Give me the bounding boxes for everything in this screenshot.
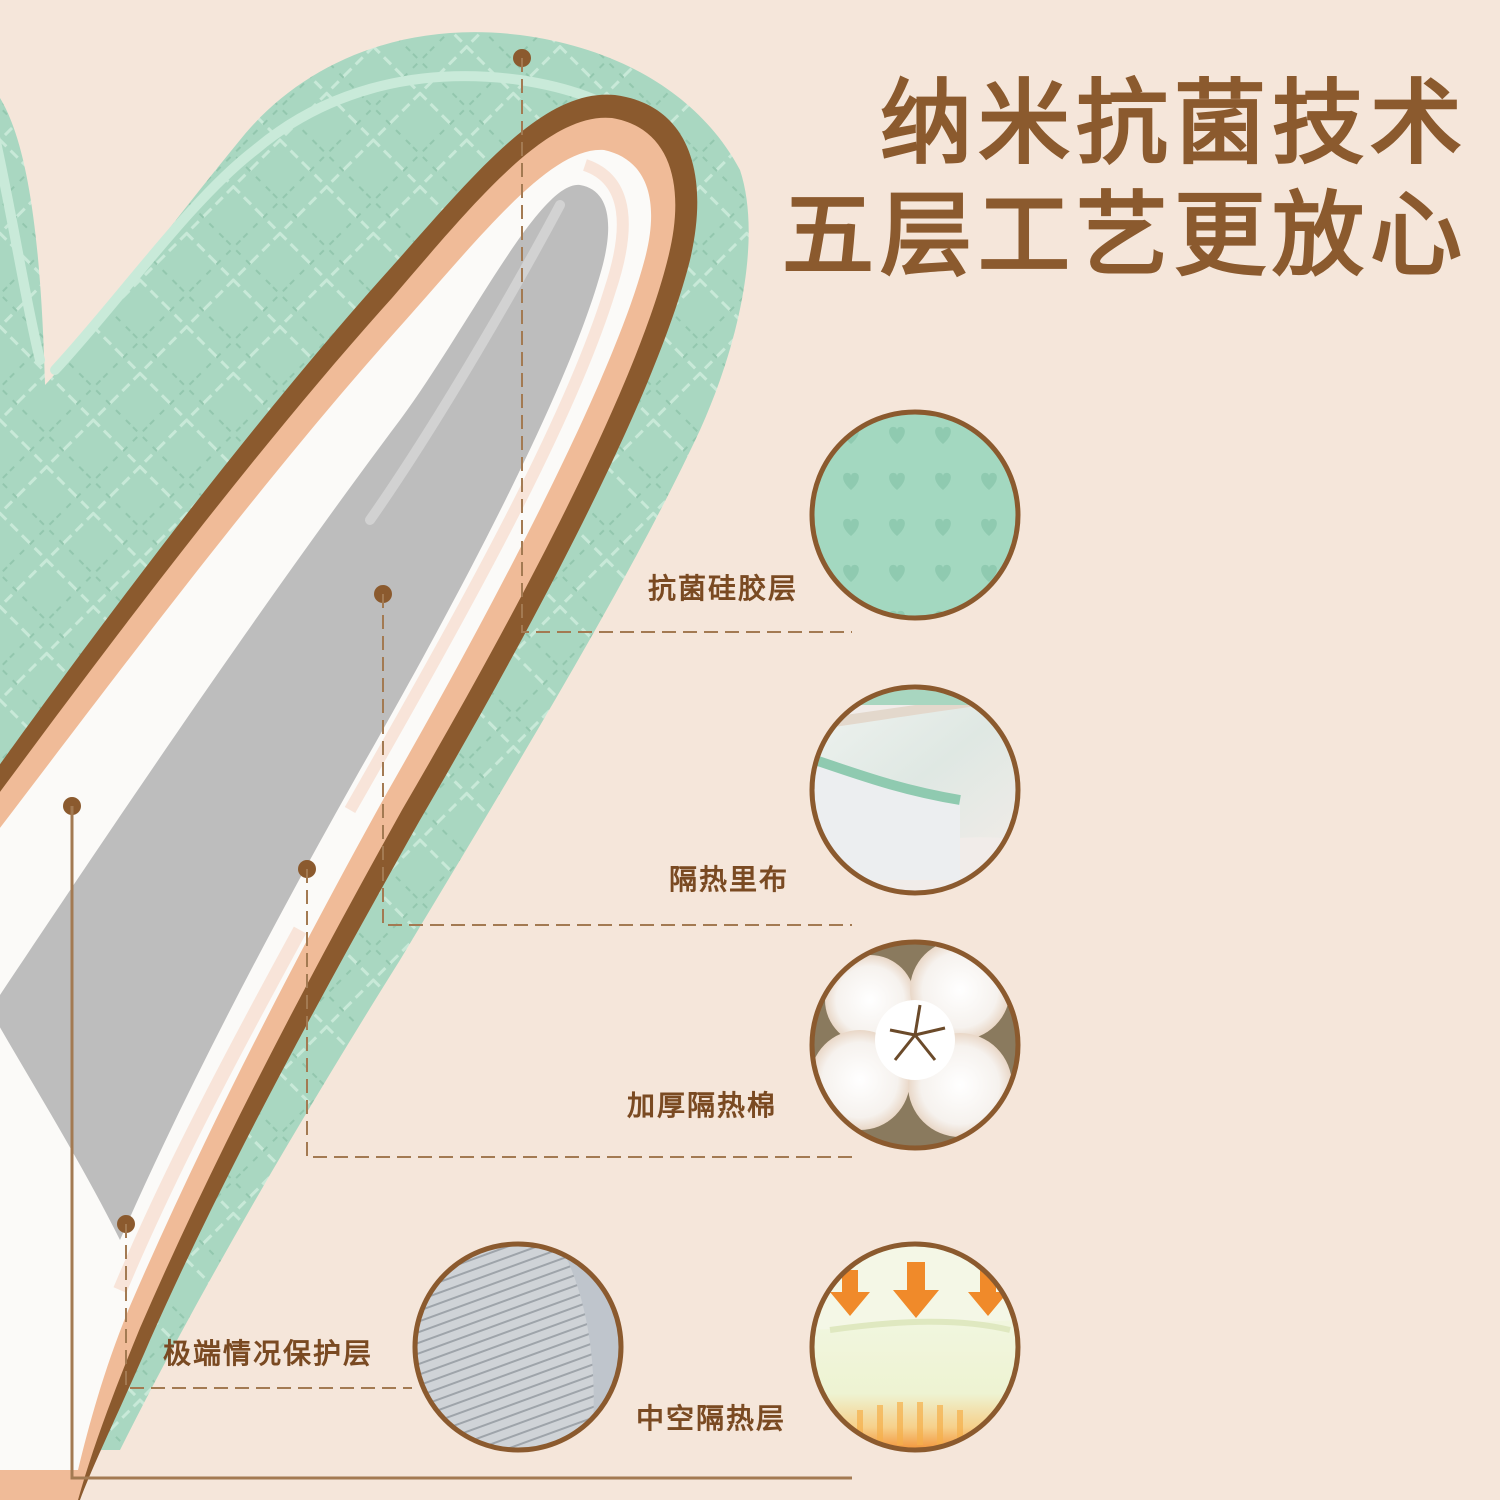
detail-circle-cotton: [809, 939, 1021, 1151]
detail-circle-silicone: [809, 409, 1021, 621]
detail-circle-hollow: [809, 1241, 1021, 1453]
detail-circle-lining: [809, 684, 1021, 896]
layer-label-antibacterial-silicone: 抗菌硅胶层: [648, 572, 799, 605]
gray-inner-lining: [0, 184, 609, 1240]
layer-label-hollow-insulation: 中空隔热层: [636, 1402, 787, 1435]
headline-line-1: 纳米抗菌技术: [879, 70, 1468, 177]
layer-label-insulation-lining: 隔热里布: [669, 863, 790, 896]
layer-label-extreme-protection: 极端情况保护层: [163, 1337, 374, 1370]
detail-circle-protection: [412, 1241, 624, 1453]
callout-lines: [63, 49, 852, 1480]
headline-line-2: 五层工艺更放心: [781, 182, 1468, 289]
layer-label-thick-insulation-cotton: 加厚隔热棉: [627, 1089, 778, 1122]
heat-arrow-icon: [830, 1262, 1008, 1318]
